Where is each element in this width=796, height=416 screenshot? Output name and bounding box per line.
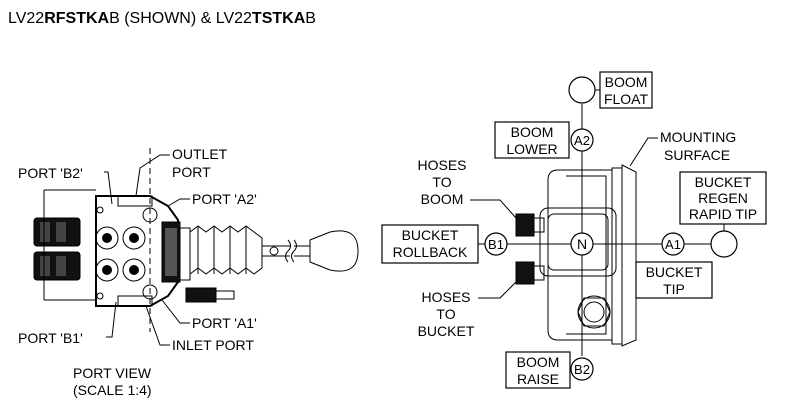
label-regen-line2: REGEN <box>698 190 748 206</box>
title-part3: B (SHOWN) & LV22 <box>109 10 252 27</box>
label-mounting-line1: MOUNTING <box>660 129 736 145</box>
label-bucket-tip-line2: TIP <box>663 281 685 297</box>
label-hoses-boom-line3: BOOM <box>421 191 464 207</box>
side-view-labels: BOOM FLOAT BOOM LOWER MOUNTING SURFACE H… <box>381 71 767 389</box>
label-port-b2: PORT 'B2' <box>18 165 83 181</box>
label-outlet-port-line1: OUTLET <box>172 146 228 162</box>
label-port-b1: PORT 'B1' <box>18 330 83 346</box>
label-boom-lower-line1: BOOM <box>511 124 554 140</box>
title: LV22RFSTKAB (SHOWN) & LV22TSTKAB <box>8 10 316 27</box>
label-hoses-boom-line1: HOSES <box>417 157 466 173</box>
label-port-a2: PORT 'A2' <box>192 191 257 207</box>
title-part2: RFSTKA <box>44 10 109 27</box>
title-part4: TSTKA <box>252 10 306 27</box>
label-regen-line3: RAPID TIP <box>689 206 757 222</box>
marker-b2: B2 <box>574 362 590 377</box>
label-boom-raise-line1: BOOM <box>517 354 560 370</box>
title-part1: LV22 <box>8 10 44 27</box>
label-hoses-bucket-line3: BUCKET <box>418 323 475 339</box>
caption-line2: (SCALE 1:4) <box>73 382 152 398</box>
caption-line1: PORT VIEW <box>73 365 152 381</box>
port-view-labels: PORT 'B2' OUTLET PORT PORT 'A2' PORT 'B1… <box>18 146 257 398</box>
label-rollback-line1: BUCKET <box>402 227 459 243</box>
label-port-a1: PORT 'A1' <box>192 315 257 331</box>
marker-a1: A1 <box>665 237 681 252</box>
label-boom-lower-line2: LOWER <box>506 141 557 157</box>
label-inlet-port: INLET PORT <box>172 337 254 353</box>
marker-a2: A2 <box>574 133 590 148</box>
label-outlet-port-line2: PORT <box>172 164 211 180</box>
label-rollback-line2: ROLLBACK <box>393 244 468 260</box>
label-hoses-boom-line2: TO <box>432 174 451 190</box>
label-hoses-bucket-line1: HOSES <box>421 289 470 305</box>
label-regen-line1: BUCKET <box>695 174 752 190</box>
port-view-drawing <box>33 148 359 332</box>
label-hoses-bucket-line2: TO <box>436 306 455 322</box>
label-boom-raise-line2: RAISE <box>517 371 559 387</box>
marker-b1: B1 <box>488 237 504 252</box>
label-boom-float-line1: BOOM <box>605 74 648 90</box>
position-markers: N A2 B1 A1 B2 <box>488 133 681 377</box>
title-part5: B <box>305 10 316 27</box>
label-boom-float-line2: FLOAT <box>604 91 649 107</box>
label-mounting-line2: SURFACE <box>664 147 730 163</box>
marker-n: N <box>577 236 587 252</box>
side-view-drawing <box>484 76 738 381</box>
label-bucket-tip-line1: BUCKET <box>646 264 703 280</box>
